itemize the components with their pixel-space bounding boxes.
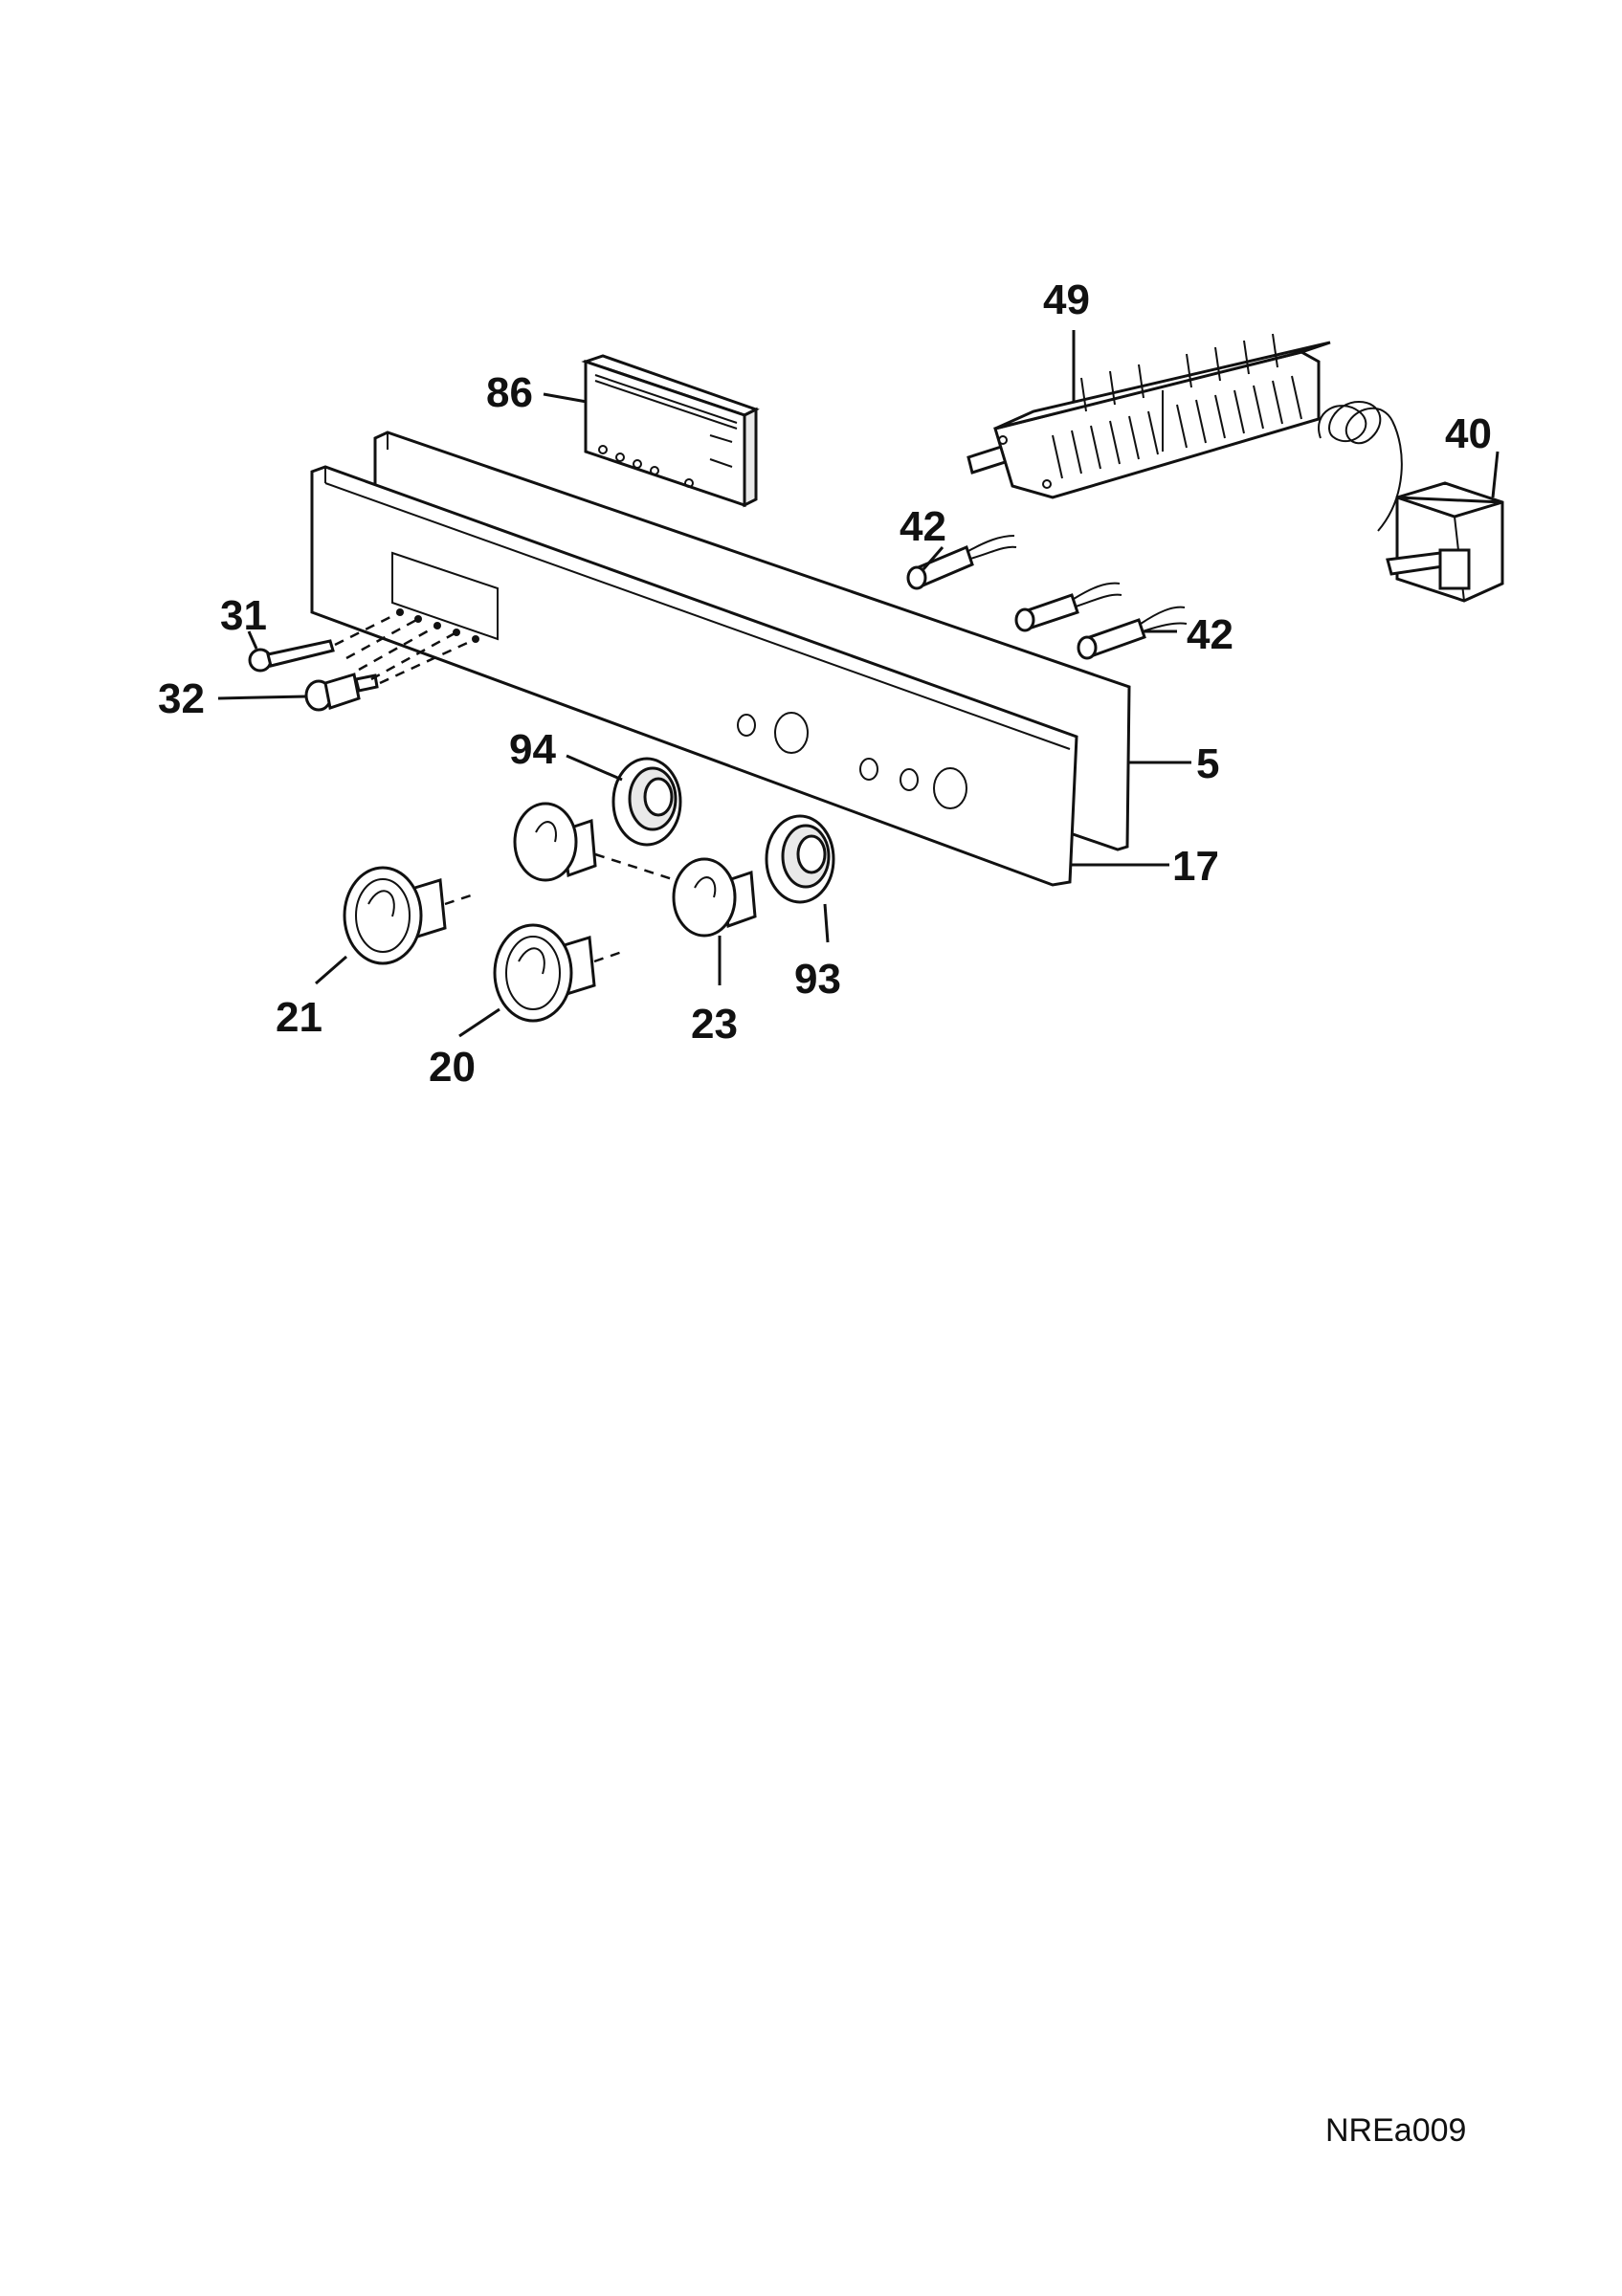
pilot-lamp-42-a [906,535,1017,590]
lamp-hole [737,714,756,737]
reference-code: NREa009 [1325,2112,1466,2149]
lamp-hole [900,768,919,791]
indicator-pin-32 [304,673,379,712]
display-window [391,551,499,641]
label-31: 31 [220,592,267,639]
knob-upper [513,802,682,884]
knob-21 [343,866,475,965]
label-32: 32 [158,675,205,722]
label-20: 20 [429,1044,476,1091]
timer-module-86 [581,354,760,508]
knob-hole [774,712,809,754]
label-21: 21 [276,994,322,1041]
thermostat-40 [1318,400,1504,603]
label-49: 49 [1043,276,1090,323]
label-42-b: 42 [1187,611,1233,658]
lamp-hole [859,758,878,781]
label-93: 93 [794,956,841,1003]
label-17: 17 [1172,843,1219,890]
label-5: 5 [1196,740,1219,787]
selector-switch-49 [967,333,1331,499]
knob-hole [933,767,967,809]
label-94: 94 [509,726,556,773]
knob-bezel-94 [611,757,682,847]
part-labels: 49 86 40 42 42 31 32 94 5 17 93 21 23 20 [158,276,1492,1091]
label-42-a: 42 [900,503,946,550]
knob-20 [493,923,623,1023]
label-86: 86 [486,369,533,416]
pilot-lamp-42-b [1014,582,1122,632]
knob-bezel-93 [765,814,835,904]
label-23: 23 [691,1001,738,1048]
knob-23 [672,857,757,938]
indicator-pin-31 [248,639,335,673]
label-40: 40 [1445,410,1492,457]
leader-lines [217,330,1500,1038]
